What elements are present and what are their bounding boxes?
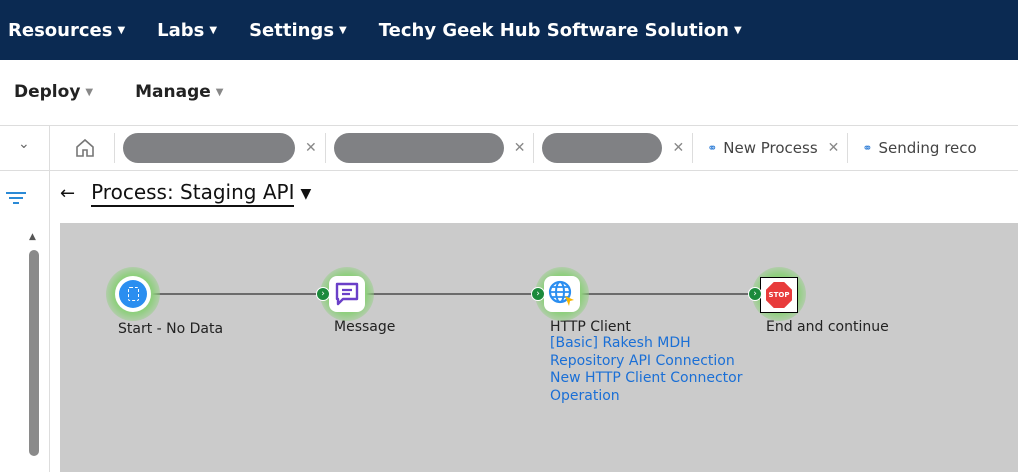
menu-account[interactable]: Techy Geek Hub Software Solution ▼ — [379, 20, 742, 41]
caret-down-icon: ▼ — [85, 86, 94, 98]
connector-chevron-icon[interactable]: › — [748, 287, 762, 301]
process-icon: ⚭ — [707, 141, 718, 155]
connector-line — [138, 293, 758, 295]
menu-resources[interactable]: Resources ▼ — [8, 20, 125, 41]
tab-new-process[interactable]: ⚭ New Process ✕ — [693, 133, 849, 163]
node-start[interactable] — [106, 267, 160, 321]
tab-label: Sending reco — [878, 139, 977, 157]
caret-down-icon: ▼ — [339, 25, 347, 36]
caret-down-icon: ▼ — [733, 25, 742, 36]
process-icon: ⚭ — [862, 141, 873, 155]
process-canvas[interactable]: Start - No Data › Message › HTTP Client … — [60, 223, 1018, 472]
connector-chevron-icon[interactable]: › — [531, 287, 545, 301]
caret-down-icon: ▼ — [215, 86, 224, 98]
menu-manage[interactable]: Manage ▼ — [135, 82, 223, 102]
sidebar-divider — [0, 170, 49, 171]
home-icon — [76, 138, 94, 157]
redacted-label — [542, 133, 663, 163]
left-sidebar: ⌄ ▲ — [0, 125, 50, 472]
close-icon[interactable]: ✕ — [672, 140, 685, 156]
menu-label: Deploy — [14, 82, 81, 102]
node-end-label: End and continue — [766, 319, 889, 335]
close-icon[interactable]: ✕ — [827, 140, 840, 156]
http-title: HTTP Client — [550, 319, 631, 335]
top-nav: Resources ▼ Labs ▼ Settings ▼ Techy Geek Hu… — [0, 0, 1018, 60]
http-connection-link[interactable]: Repository API Connection — [550, 352, 735, 369]
http-operation-link[interactable]: New HTTP Client Connector — [550, 370, 743, 386]
start-icon — [119, 280, 147, 308]
node-http-label: HTTP Client [Basic] Rakesh MDH Repositor… — [550, 319, 742, 405]
process-title[interactable]: Process: Staging API — [91, 180, 295, 207]
caret-down-icon[interactable]: ▼ — [300, 185, 312, 202]
close-icon[interactable]: ✕ — [305, 140, 317, 156]
redacted-label — [333, 133, 504, 163]
node-message-label: Message — [334, 319, 396, 335]
menu-label: Settings — [249, 19, 335, 41]
menu-settings[interactable]: Settings ▼ — [249, 20, 347, 41]
menu-label: Labs — [157, 19, 205, 41]
menu-deploy[interactable]: Deploy ▼ — [14, 82, 93, 102]
tab-bar: ✕ ✕ ✕ ⚭ New Process ✕ ⚭ Sending reco — [50, 125, 1018, 171]
menu-label: Resources — [8, 19, 113, 41]
caret-down-icon: ▼ — [117, 25, 126, 36]
http-operation-link[interactable]: Operation — [550, 387, 620, 404]
tab-sending[interactable]: ⚭ Sending reco — [848, 133, 984, 163]
stop-icon: STOP — [766, 282, 792, 308]
close-icon[interactable]: ✕ — [513, 140, 526, 156]
connector-chevron-icon[interactable]: › — [316, 287, 330, 301]
sub-nav: Deploy ▼ Manage ▼ — [0, 60, 1018, 124]
tab-redacted-3[interactable]: ✕ — [534, 133, 694, 163]
node-start-label: Start - No Data — [118, 321, 224, 337]
scroll-up-icon[interactable]: ▲ — [29, 232, 36, 242]
back-arrow-icon[interactable]: ← — [60, 183, 76, 204]
tab-redacted-1[interactable]: ✕ — [115, 133, 326, 163]
globe-cursor-icon — [548, 280, 574, 306]
scrollbar[interactable] — [29, 250, 39, 456]
node-http-client[interactable] — [535, 267, 589, 321]
http-connection-link[interactable]: [Basic] Rakesh MDH — [550, 335, 691, 351]
message-icon — [335, 282, 359, 306]
filter-icon[interactable] — [6, 192, 26, 204]
chevron-down-icon[interactable]: ⌄ — [18, 136, 30, 152]
redacted-label — [123, 133, 295, 163]
menu-labs[interactable]: Labs ▼ — [157, 20, 217, 41]
tab-home[interactable] — [50, 133, 115, 163]
menu-label: Techy Geek Hub Software Solution — [378, 19, 729, 41]
menu-label: Manage — [135, 82, 211, 102]
process-header: ← Process: Staging API ▼ — [60, 180, 311, 207]
caret-down-icon: ▼ — [209, 25, 218, 36]
tab-label: New Process — [723, 139, 818, 157]
tab-redacted-2[interactable]: ✕ — [326, 133, 535, 163]
